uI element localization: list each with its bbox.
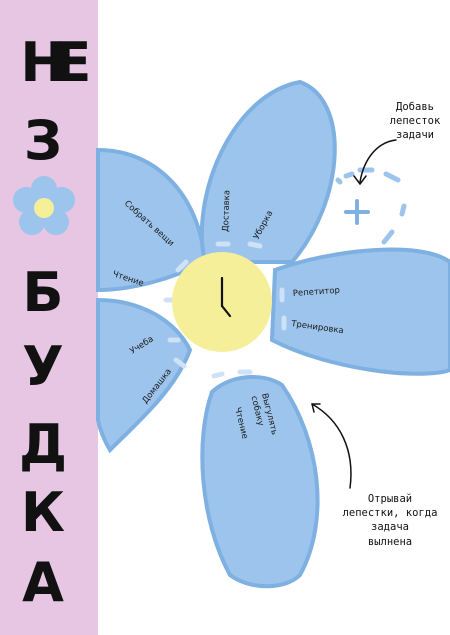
add-petal-note: Добавь лепесток задачи [376, 100, 450, 143]
title-letter-5: У [22, 335, 64, 398]
petal-right[interactable] [269, 247, 450, 376]
add-petal-button[interactable] [335, 167, 407, 245]
petal-top[interactable] [199, 79, 337, 264]
arrow-tear-icon [311, 403, 352, 489]
flower-center-clock-icon [172, 252, 272, 352]
title-sidebar [0, 0, 98, 635]
add-petal-note-line-3: задачи [396, 129, 434, 142]
arrow-add-icon [353, 139, 397, 186]
petal-label-delivery: Доставка [221, 190, 232, 232]
add-petal-note-line-1: Добавь [396, 101, 434, 113]
title-letter-7: К [20, 481, 66, 544]
tear-note-line-4: вылнена [367, 535, 413, 548]
title-letter-1: Н [20, 31, 66, 94]
title-letter-8: А [22, 551, 64, 614]
tear-note-line-2: лепестки, когда [342, 507, 438, 520]
tear-petals-note: Отрывай лепестки, когда задача вылнена [330, 492, 450, 549]
title-letter-2: Е [54, 31, 92, 94]
tear-note-line-3: задача [371, 521, 409, 534]
title-letter-6: Д [18, 413, 68, 476]
sidebar-flower-icon [13, 176, 75, 235]
tear-note-line-1: Отрывай [367, 493, 413, 505]
title-letter-3: З [23, 109, 63, 172]
petal-bottom[interactable] [200, 374, 320, 589]
title-letter-4: Б [22, 261, 64, 324]
tear-lines [163, 241, 287, 379]
petal-left[interactable] [96, 297, 193, 454]
petal-label-tutor: Репетитор [293, 286, 341, 299]
add-petal-note-line-2: лепесток [389, 115, 441, 128]
